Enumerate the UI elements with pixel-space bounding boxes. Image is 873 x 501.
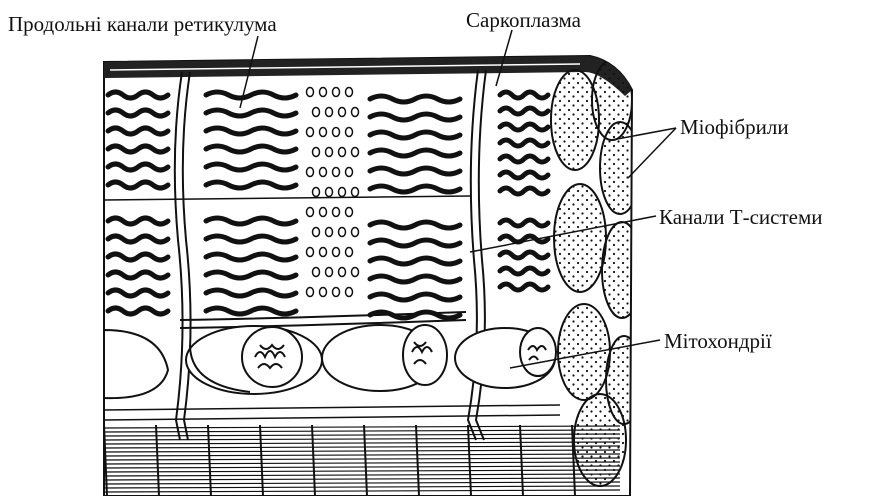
myofibril-oval [551, 70, 599, 170]
label-t-system-channels: Канали Т-системи [659, 207, 823, 228]
label-sarcoplasm: Саркоплазма [466, 10, 581, 31]
mitochondrion [186, 326, 322, 394]
mitochondrion [455, 328, 556, 388]
label-mitochondria: Мітохондрії [664, 331, 772, 352]
mitochondrion [322, 325, 447, 391]
label-reticulum-channels: Продольні канали ретикулума [8, 14, 277, 35]
myofibril-oval [554, 184, 606, 292]
label-myofibrils: Міофібрили [680, 117, 789, 138]
myofibril-oval [574, 394, 626, 486]
myofibril-oval [602, 222, 642, 318]
myofibril-oval [558, 304, 610, 400]
